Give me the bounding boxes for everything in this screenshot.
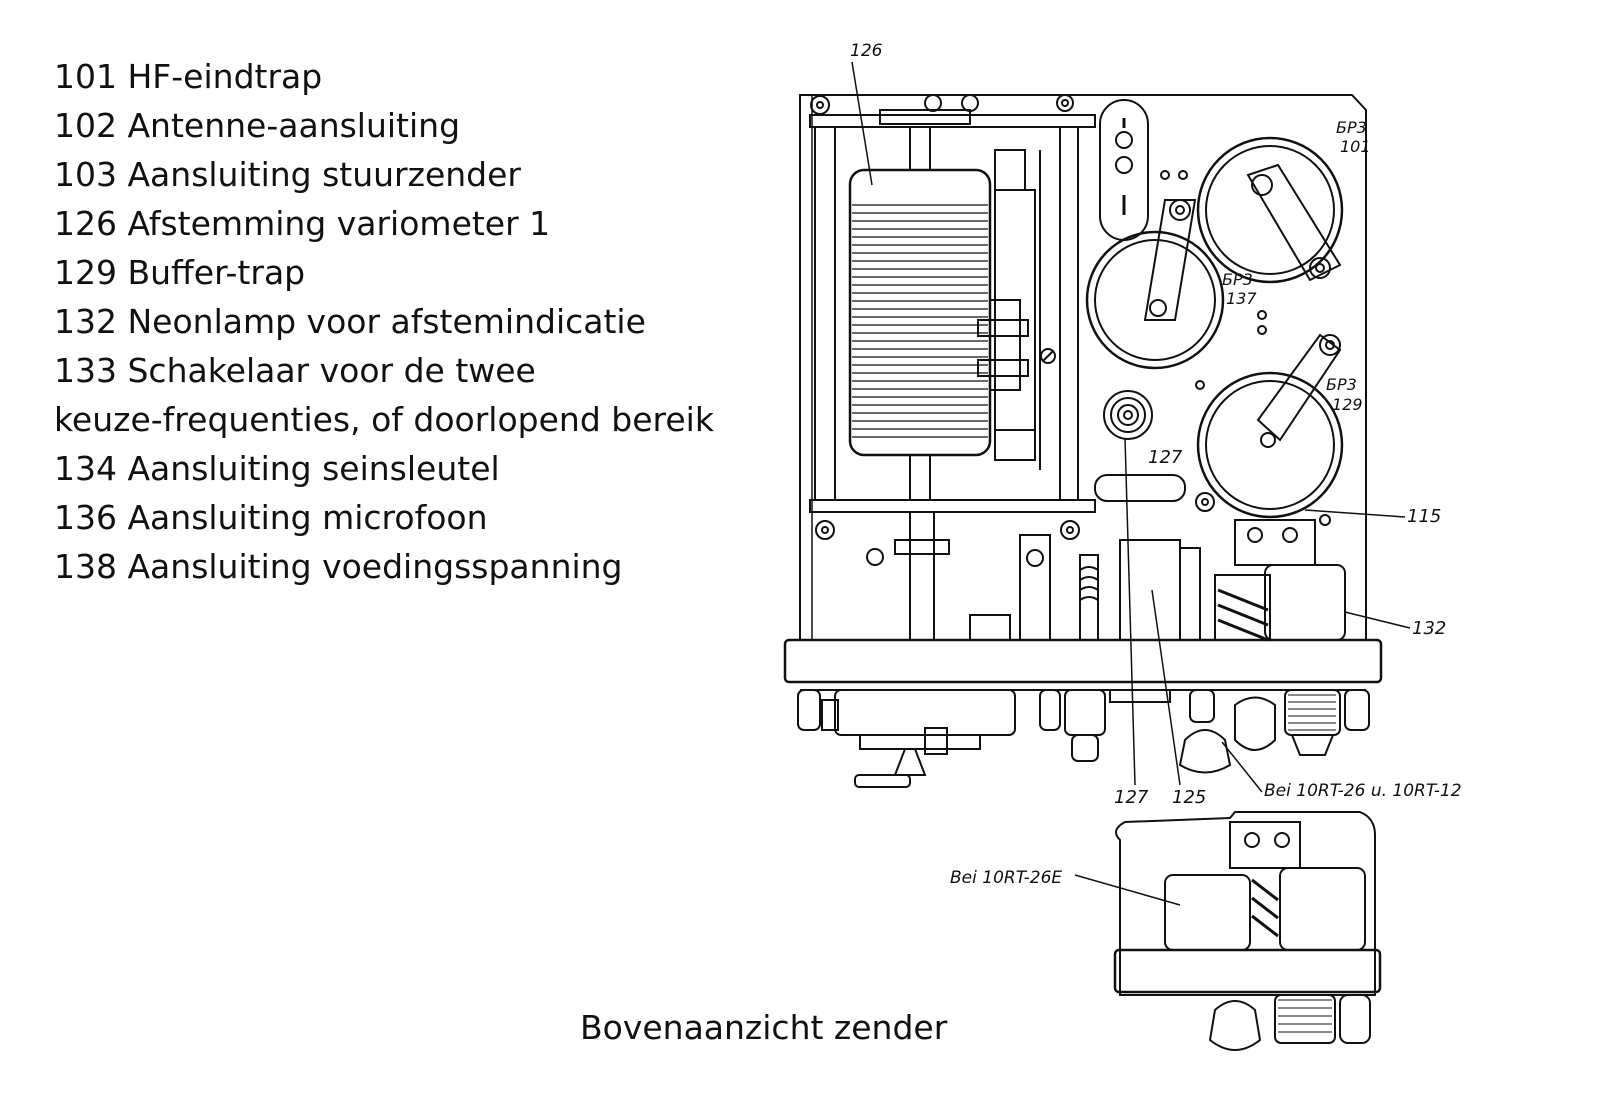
front-panel	[783, 638, 1383, 684]
leader-bei-10rt-26	[1221, 741, 1263, 793]
leader-126	[851, 61, 873, 186]
coil-frame-top-rail	[809, 114, 1096, 128]
callout-115: 115	[1407, 506, 1441, 527]
callout-127-upper: 127	[1148, 447, 1183, 468]
legend-item-138: 138 Aansluiting voedingsspanning	[54, 547, 623, 586]
tube-101-label-type: БР3	[1336, 118, 1367, 137]
callout-bei-10rt-26e: Bei 10RT-26E	[950, 868, 1062, 888]
tuning-shaft	[909, 511, 935, 641]
callout-125: 125	[1172, 787, 1206, 808]
legend-item-129: 129 Buffer-trap	[54, 253, 306, 292]
legend-item-133: 133 Schakelaar voor de twee	[54, 351, 536, 390]
inset-component	[1164, 874, 1251, 951]
legend-item-133-continued: keuze-frequenties, of doorlopend bereik	[54, 400, 714, 439]
legend-item-102: 102 Antenne-aansluiting	[54, 106, 461, 145]
callout-132: 132	[1412, 618, 1446, 639]
tube-129-label-type: БР3	[1326, 375, 1357, 394]
figure-caption: Bovenaanzicht zender	[580, 1008, 948, 1047]
legend-list: 101 HF-eindtrap 102 Antenne-aansluiting …	[54, 52, 714, 591]
tube-137	[1085, 199, 1267, 370]
leader-bei-10rt-26e	[1074, 874, 1181, 906]
legend-item-134: 134 Aansluiting seinsleutel	[54, 449, 500, 488]
tube-129-label-number: 129	[1332, 395, 1363, 414]
leader-115	[1304, 509, 1406, 518]
leader-125	[1151, 589, 1181, 786]
inset-outline	[1115, 811, 1376, 996]
legend-item-132: 132 Neonlamp voor afstemindicatie	[54, 302, 646, 341]
tube-101	[1196, 136, 1344, 284]
tube-137-label-type: БР3	[1222, 270, 1253, 289]
leader-132	[1344, 611, 1411, 629]
frame-post-left	[814, 126, 836, 501]
legend-item-136: 136 Aansluiting microfoon	[54, 498, 488, 537]
leader-127	[1124, 437, 1136, 786]
legend-item-103: 103 Aansluiting stuurzender	[54, 155, 521, 194]
frame-post-right	[1059, 126, 1079, 501]
connector-bulb	[1178, 729, 1232, 774]
legend-item-126: 126 Afstemming variometer 1	[54, 204, 551, 243]
callout-bei-10rt-26: Bei 10RT-26 u. 10RT-12	[1264, 781, 1462, 801]
coil-spindle	[989, 299, 1021, 391]
tube-101-label-number: 101	[1340, 137, 1371, 156]
inset-front-panel	[1113, 948, 1382, 994]
callout-127-lower: 127	[1114, 787, 1149, 808]
knob-lower-left	[893, 748, 927, 776]
tube-129	[1196, 333, 1344, 519]
coil-windings	[852, 204, 988, 438]
chassis-outline	[799, 94, 1367, 641]
neon-lamp-127	[1103, 390, 1153, 440]
callout-126: 126	[850, 41, 883, 61]
tube-137-label-number: 137	[1226, 289, 1257, 308]
legend-item-101: 101 HF-eindtrap	[54, 57, 323, 96]
connector-meshed	[1284, 689, 1341, 736]
meshed-hatching	[1278, 694, 1336, 1033]
component-132	[1264, 564, 1346, 641]
coil-frame-bottom-rail	[809, 499, 1096, 513]
